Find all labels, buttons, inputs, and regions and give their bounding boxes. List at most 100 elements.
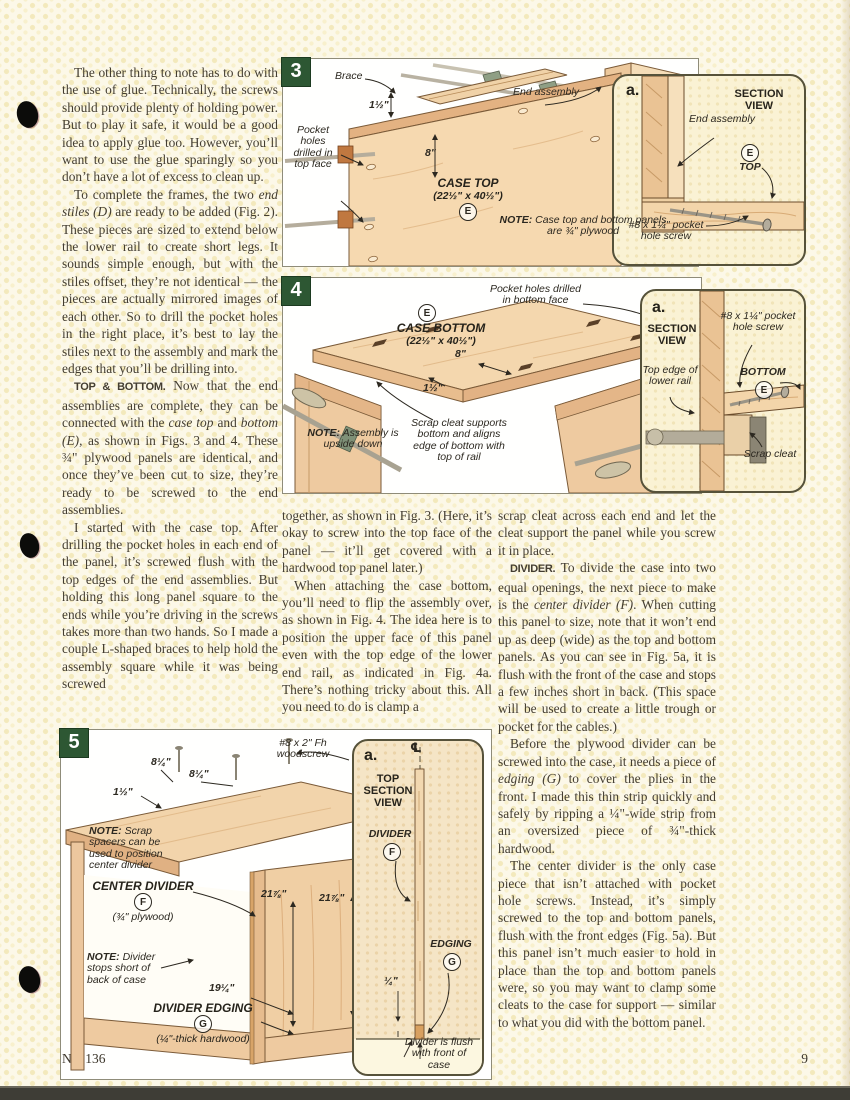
page-edge-shadow (840, 0, 850, 1100)
part-size: (22½" x 40½") (433, 190, 503, 203)
paragraph: The other thing to note has to do with t… (62, 64, 278, 186)
top-section-view-title: TOP SECTION VIEW (363, 773, 413, 809)
italic-part-ref: bottom (E) (62, 415, 278, 448)
paragraph-text: To complete the frames, the two (74, 186, 259, 202)
label-bottom: BOTTOM (740, 366, 786, 378)
note-label: NOTE: (87, 951, 120, 963)
figure-3a-inset: a. SECTION VIEW End assembly E TOP #8 x … (612, 74, 806, 266)
circle-letter-callout: E (411, 304, 443, 322)
binder-hole-middle (17, 531, 42, 560)
italic-part-ref: end stiles (D) (62, 186, 278, 220)
section-view-title: SECTION VIEW (647, 323, 697, 347)
label-end-assembly: End assembly (689, 113, 755, 125)
figure-note: NOTE: Case top and bottom panels are ¾" … (498, 214, 668, 238)
part-material: (¾" plywood) (112, 911, 174, 924)
label-top: TOP (739, 161, 761, 173)
paragraph-text: The other thing to note has to do with t… (62, 65, 278, 185)
part-material: (¼"-thick hardwood) (156, 1033, 250, 1046)
part-callout-divider-edging: DIVIDER EDGING G (¼"-thick hardwood) (143, 1002, 263, 1046)
note-label: NOTE: (307, 427, 341, 439)
figure-4a-illustration (645, 291, 804, 491)
dim-8: 8" (455, 348, 466, 360)
circle-letter-callout: E (748, 381, 780, 399)
dim-21-7-8-a: 21⅞" (261, 888, 287, 900)
leader-lines (340, 78, 602, 223)
dim-1-1-2: 1½" (369, 99, 389, 111)
part-name: CASE TOP (437, 176, 499, 190)
paragraph: scrap cleat across each end and let the … (498, 507, 716, 559)
page-number: 9 (801, 1051, 808, 1066)
leader-lines (394, 860, 450, 1059)
binder-hole-top (14, 98, 41, 131)
label-pocket-screw: #8 x 1¼" pocket hole screw (628, 219, 704, 243)
section-view-title: SECTION VIEW (734, 88, 784, 112)
figure-note-spacers: NOTE: Scrap spacers can be used to posit… (89, 825, 183, 872)
circle-letter-f: F (134, 893, 152, 912)
dim-8: 8" (425, 147, 436, 159)
part-name: DIVIDER EDGING (153, 1001, 253, 1015)
label-brace: Brace (335, 70, 363, 82)
paragraph-text: The center divider is the only case piec… (498, 858, 716, 1030)
section-leadin: DIVIDER. (510, 563, 556, 576)
label-end-assembly: End assembly (513, 86, 579, 98)
dim-8-1-4-b: 8¼" (189, 768, 209, 780)
paragraph-text: scrap cleat across each end and let the … (498, 508, 716, 558)
label-edging: EDGING (430, 938, 472, 950)
paragraph-text: Now that the end assemblies are complete… (62, 378, 279, 431)
dim-8-1-4-a: 8¼" (151, 756, 171, 768)
label-pocket-screw: #8 x 1¼" pocket hole screw (720, 310, 796, 334)
figure-5a-inset: a. ℄ TOP SECTION VIEW DIVIDER F EDGING G… (352, 739, 484, 1076)
inset-tag: a. (626, 82, 640, 99)
circle-letter-e: E (755, 381, 773, 399)
note-label: NOTE: (499, 214, 533, 226)
circle-letter-e: E (459, 202, 477, 221)
paragraph: I started with the case top. After drill… (62, 519, 278, 693)
circle-letter-callout: G (436, 953, 468, 971)
figure-note-divider: NOTE: Divider stops short of back of cas… (87, 951, 173, 986)
part-name: CASE BOTTOM (396, 321, 486, 335)
paragraph-text: , as shown in Figs. 3 and 4. These ¾" pl… (62, 432, 278, 518)
part-size: (22½" x 40½") (406, 335, 476, 348)
dim-1-4: ¼" (384, 975, 398, 987)
part-callout-case-top: CASE TOP (22½" x 40½") E (393, 177, 543, 221)
body-column-middle: together, as shown in Fig. 3. (Here, it’… (282, 507, 492, 735)
note-text: Divider stops short of back of case (87, 951, 156, 986)
paragraph: DIVIDER. To divide the case into two equ… (498, 559, 716, 735)
paragraph-text: together, as shown in Fig. 3. (Here, it’… (282, 508, 492, 576)
dim-21-7-8-b: 21⅞" (319, 892, 345, 904)
circle-letter-g: G (194, 1015, 212, 1034)
binder-hole-bottom (16, 963, 43, 996)
note-text: Case top and bottom panels are ¾" plywoo… (532, 214, 667, 238)
italic-part-ref: case top (168, 415, 214, 431)
dim-19-1-4: 19¼" (209, 982, 235, 994)
inset-tag: a. (364, 747, 378, 764)
paragraph: together, as shown in Fig. 3. (Here, it’… (282, 507, 492, 577)
circle-letter-e: E (418, 304, 436, 322)
label-pocket-holes: Pocket holes drilled in bottom face (489, 283, 582, 307)
figure-4-box: 4 (281, 276, 702, 494)
label-scrap-cleat: Scrap cleat (743, 448, 797, 460)
note-text: Assembly is upside down (323, 427, 399, 451)
body-column-left: The other thing to note has to do with t… (62, 64, 278, 736)
label-woodscrew: #8 x 2" Fh woodscrew (276, 737, 330, 761)
paragraph: When attaching the case bottom, you’ll n… (282, 577, 492, 716)
figure-5a-illustration (354, 747, 482, 1074)
note-text: Scrap spacers can be used to position ce… (89, 825, 163, 872)
section-leadin: TOP & BOTTOM. (74, 381, 166, 394)
leader-lines (677, 137, 777, 227)
paragraph-text: to cover the plies in the front. I made … (498, 771, 716, 856)
part-callout-case-bottom: CASE BOTTOM (22½" x 40½") (361, 322, 521, 348)
circle-letter-f: F (383, 843, 401, 861)
circle-letter-callout: E (734, 144, 766, 162)
figure-4-number-badge: 4 (281, 276, 311, 306)
dim-1-1-2: 1½" (113, 786, 133, 798)
label-pocket-holes: Pocket holes drilled in top face (293, 124, 333, 171)
circle-letter-e: E (741, 144, 759, 162)
scan-bottom-bar (0, 1086, 850, 1100)
paragraph-text: To divide the case into two equal openin… (498, 560, 716, 613)
figure-3-number-badge: 3 (281, 57, 311, 87)
label-divider: DIVIDER (368, 828, 412, 840)
label-top-edge: Top edge of lower rail (642, 364, 698, 388)
paragraph-text: When attaching the case bottom, you’ll n… (282, 577, 492, 715)
